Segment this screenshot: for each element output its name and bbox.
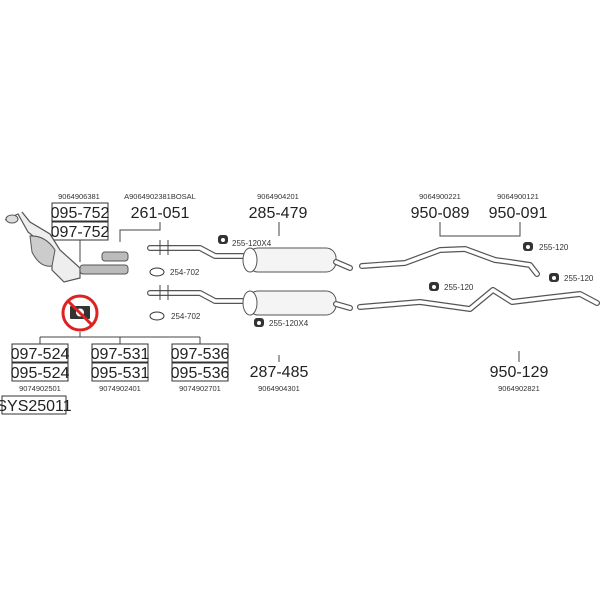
clamp-icon xyxy=(254,318,264,327)
part-number[interactable]: 287-485 xyxy=(250,364,309,381)
part-box[interactable] xyxy=(171,343,229,363)
part-number[interactable]: 095-524 xyxy=(11,365,70,382)
rear-pipe-950-089[interactable] xyxy=(359,246,540,277)
leader-line xyxy=(119,222,161,242)
mid-pipe-code: 9064900221 xyxy=(419,192,461,201)
part-number[interactable]: 950-089 xyxy=(411,205,470,222)
part-code: 9064902821 xyxy=(498,384,540,393)
leader-bracket xyxy=(439,222,521,237)
no-photo-icon xyxy=(61,294,99,332)
fitting-label[interactable]: 255-120 xyxy=(564,274,594,283)
front-muffler-287-485[interactable] xyxy=(147,285,353,316)
part-number[interactable]: 095-536 xyxy=(171,365,230,382)
part-number[interactable]: 097-536 xyxy=(171,346,230,363)
part-number[interactable]: 950-091 xyxy=(489,205,548,222)
mid-pipe-code: 9064900121 xyxy=(497,192,539,201)
fitting-label[interactable]: 254-702 xyxy=(171,312,201,321)
part-number[interactable]: 261-051 xyxy=(131,205,190,222)
system-number[interactable]: SYS25011 xyxy=(0,398,72,415)
tree-lines xyxy=(39,332,201,344)
part-box[interactable] xyxy=(91,362,149,382)
front-muffler-code: 9064904201 xyxy=(257,192,299,201)
part-number[interactable]: 097-531 xyxy=(91,346,150,363)
fitting-label[interactable]: 255-120 xyxy=(444,283,474,292)
flex-code: A9064902381BOSAL xyxy=(124,192,196,201)
front-muffler-285-479[interactable] xyxy=(147,240,353,273)
part-number[interactable]: 095-531 xyxy=(91,365,150,382)
part-box[interactable] xyxy=(11,362,69,382)
hanger-icon xyxy=(429,282,439,291)
part-code: 9074902401 xyxy=(99,384,141,393)
part-box[interactable] xyxy=(11,343,69,363)
gasket-icon xyxy=(149,311,165,321)
part-code: 9064904301 xyxy=(258,384,300,393)
part-number[interactable]: 097-524 xyxy=(11,346,70,363)
part-box-095-752[interactable] xyxy=(51,202,109,222)
part-box[interactable] xyxy=(171,362,229,382)
part-number[interactable]: 950-129 xyxy=(490,364,549,381)
part-code: 9074902701 xyxy=(179,384,221,393)
fitting-label[interactable]: 255-120X4 xyxy=(269,319,309,328)
part-box[interactable] xyxy=(91,343,149,363)
catalytic-converter[interactable] xyxy=(4,211,81,283)
part-number[interactable]: 095-752 xyxy=(51,205,110,222)
part-number[interactable]: 285-479 xyxy=(249,205,308,222)
part-code: 9074902501 xyxy=(19,384,61,393)
gasket-icon xyxy=(149,267,165,277)
system-box[interactable] xyxy=(1,395,67,415)
rear-pipe-950-129[interactable] xyxy=(357,287,600,312)
hanger-icon xyxy=(523,242,533,251)
fitting-label[interactable]: 254-702 xyxy=(170,268,200,277)
flex-pipe[interactable] xyxy=(79,251,129,275)
cat-code: 9064906381 xyxy=(58,192,100,201)
clamp-icon xyxy=(218,235,228,244)
part-number[interactable]: 097-752 xyxy=(51,224,110,241)
hanger-icon xyxy=(549,273,559,282)
fitting-label[interactable]: 255-120 xyxy=(539,243,569,252)
fitting-label[interactable]: 255-120X4 xyxy=(232,239,272,248)
